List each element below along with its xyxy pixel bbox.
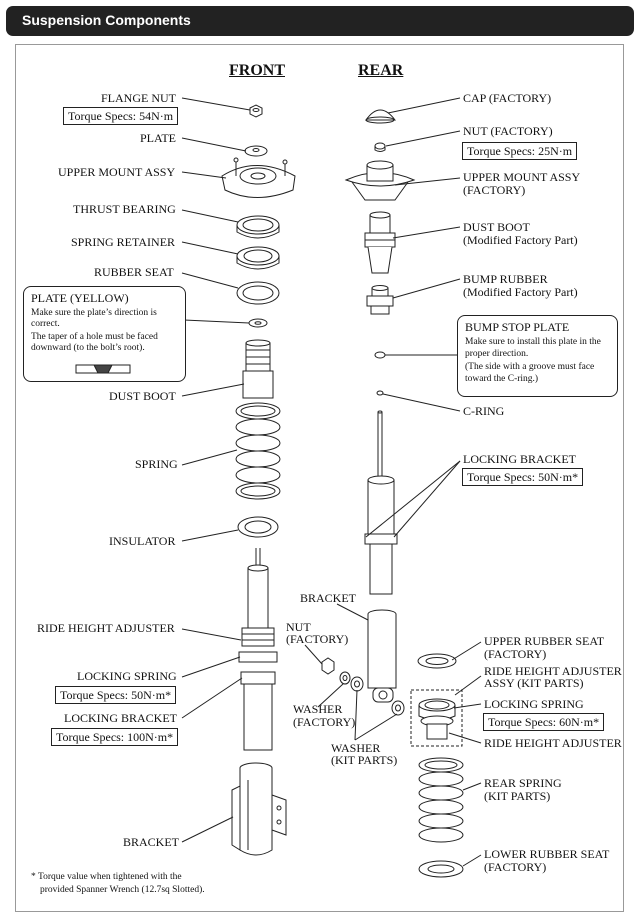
front-insulator — [237, 516, 279, 538]
label-lower-rubber-seat-1: LOWER RUBBER SEAT — [484, 847, 610, 861]
label-rear-locking-spring: LOCKING SPRING — [484, 697, 584, 711]
bump-note-line2: proper direction. — [465, 349, 529, 359]
front-dust-boot — [242, 339, 274, 399]
bump-note-line1: Make sure to install this plate in the — [465, 337, 601, 347]
front-header: FRONT — [229, 62, 285, 79]
label-lower-rubber-seat-2: (FACTORY) — [484, 860, 547, 874]
plate-cross-section-icon — [75, 364, 131, 374]
front-upper-mount — [221, 157, 296, 198]
front-shock-body — [238, 548, 278, 751]
front-flange-nut — [249, 104, 263, 118]
title-bar: Suspension Components — [6, 6, 634, 36]
front-spring — [235, 402, 281, 500]
label-cap-factory: CAP (FACTORY) — [463, 91, 552, 105]
label-upper-rubber-seat-2: (FACTORY) — [484, 647, 547, 661]
rear-ride-height-adjuster — [418, 698, 456, 740]
label-rear-bracket: BRACKET — [300, 591, 357, 605]
rear-header: REAR — [358, 62, 404, 79]
label-rear-locking-bracket: LOCKING BRACKET — [463, 452, 576, 466]
label-washer-kit-1: WASHER — [331, 741, 381, 755]
label-ride-height-adjuster: RIDE HEIGHT ADJUSTER — [37, 621, 175, 635]
label-rha-assy-1: RIDE HEIGHT ADJUSTER — [484, 664, 622, 678]
plate-yellow-note: PLATE (YELLOW) Make sure the plate’s dir… — [23, 286, 186, 382]
label-bracket: BRACKET — [123, 835, 180, 849]
plate-note-line4: downward (to the bolt’s root). — [31, 343, 145, 353]
label-thrust-bearing: THRUST BEARING — [73, 202, 176, 216]
label-nut-factory: NUT (FACTORY) — [463, 124, 553, 138]
plate-note-line3: The taper of a hole must be faced — [31, 332, 158, 342]
diagram-frame — [15, 44, 624, 912]
label-rear-upper-mount-2: (FACTORY) — [463, 183, 526, 197]
rear-upper-rubber-seat — [417, 653, 457, 669]
label-locking-bracket: LOCKING BRACKET — [64, 711, 177, 725]
front-bracket — [231, 762, 287, 856]
label-bump-rubber-1: BUMP RUBBER — [463, 272, 548, 286]
rear-nut-factory — [321, 657, 335, 675]
bump-note-line3: (The side with a groove must face — [465, 362, 595, 372]
rear-shock-body — [364, 410, 398, 595]
label-plate: PLATE — [140, 131, 176, 145]
rear-bracket — [367, 609, 397, 703]
leader-lines — [181, 97, 482, 867]
rear-bump-rubber — [366, 285, 394, 315]
label-rear-spring-1: REAR SPRING — [484, 776, 562, 790]
front-spring-retainer — [236, 246, 280, 270]
label-rear-upper-mount-1: UPPER MOUNT ASSY — [463, 170, 581, 184]
rear-nut — [374, 142, 386, 152]
plate-note-line1: Make sure the plate’s direction is — [31, 308, 157, 318]
footnote-line2: provided Spanner Wrench (12.7sq Slotted)… — [40, 885, 205, 895]
bump-note-title: BUMP STOP PLATE — [465, 320, 570, 334]
label-washer-kit-2: (KIT PARTS) — [331, 753, 398, 767]
label-locking-spring: LOCKING SPRING — [77, 669, 177, 683]
label-washer-factory-2: (FACTORY) — [293, 715, 356, 729]
rear-bump-stop-plate — [374, 351, 386, 359]
bump-note-line4: toward the C-ring.) — [465, 374, 539, 384]
front-rubber-seat — [236, 281, 280, 305]
label-washer-factory-1: WASHER — [293, 702, 343, 716]
torque-flange-nut: Torque Specs: 54N·m — [63, 107, 179, 125]
rear-spring — [418, 757, 464, 843]
label-nut-factory-side-2: (FACTORY) — [286, 632, 349, 646]
torque-locking-bracket: Torque Specs: 100N·m* — [51, 728, 179, 746]
rear-lower-rubber-seat — [418, 860, 464, 878]
label-rubber-seat: RUBBER SEAT — [94, 265, 174, 279]
rear-upper-mount — [344, 160, 416, 201]
bump-stop-plate-note: BUMP STOP PLATE Make sure to install thi… — [457, 315, 618, 397]
label-bump-rubber-2: (Modified Factory Part) — [463, 285, 578, 299]
label-c-ring: C-RING — [463, 404, 505, 418]
torque-rear-locking-spring: Torque Specs: 60N·m* — [483, 713, 605, 731]
front-plate-yellow — [248, 318, 268, 328]
plate-note-line2: correct. — [31, 319, 60, 329]
torque-rear-nut: Torque Specs: 25N·m — [462, 142, 578, 160]
footnote-line1: * Torque value when tightened with the — [31, 872, 182, 882]
label-rear-dust-boot-1: DUST BOOT — [463, 220, 530, 234]
label-upper-mount-assy: UPPER MOUNT ASSY — [58, 165, 176, 179]
label-spring: SPRING — [135, 457, 178, 471]
label-flange-nut: FLANGE NUT — [101, 91, 176, 105]
label-upper-rubber-seat-1: UPPER RUBBER SEAT — [484, 634, 605, 648]
label-spring-retainer: SPRING RETAINER — [71, 235, 176, 249]
torque-rear-locking-bracket: Torque Specs: 50N·m* — [462, 468, 584, 486]
rear-dust-boot — [364, 211, 396, 274]
rear-rha-dashed-box — [410, 689, 463, 747]
label-rear-spring-2: (KIT PARTS) — [484, 789, 551, 803]
page-title: Suspension Components — [22, 12, 191, 28]
label-rear-dust-boot-2: (Modified Factory Part) — [463, 233, 578, 247]
label-rha-assy-2: ASSY (KIT PARTS) — [484, 676, 584, 690]
rear-c-ring — [376, 390, 384, 396]
label-dust-boot: DUST BOOT — [109, 389, 176, 403]
label-insulator: INSULATOR — [109, 534, 176, 548]
rear-cap — [365, 109, 397, 124]
torque-locking-spring: Torque Specs: 50N·m* — [55, 686, 177, 704]
label-rear-ride-height-adjuster: RIDE HEIGHT ADJUSTER — [484, 736, 622, 750]
label-nut-factory-side-1: NUT — [286, 620, 311, 634]
rear-washers — [339, 671, 405, 716]
front-thrust-bearing — [236, 215, 280, 239]
plate-note-title: PLATE (YELLOW) — [31, 291, 129, 305]
